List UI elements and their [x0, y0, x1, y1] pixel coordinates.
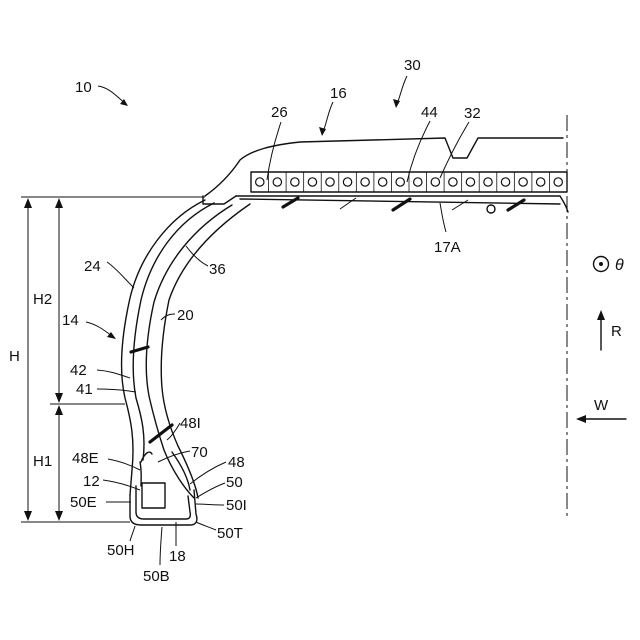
label-48: 48: [228, 454, 245, 471]
label-32: 32: [464, 105, 481, 122]
leader-48: [190, 462, 226, 484]
label-50T: 50T: [217, 525, 243, 542]
dim-label-H: H: [9, 348, 20, 365]
cord-circle: [519, 178, 527, 186]
leader-16-arrowhead: [319, 127, 326, 136]
bead-inner-line: [136, 486, 190, 519]
label-36: 36: [209, 261, 226, 278]
chafer-48E: [140, 452, 152, 486]
label-20: 20: [177, 307, 194, 324]
label-17A: 17A: [434, 239, 461, 256]
cord-circle: [536, 178, 544, 186]
cord-circle: [256, 178, 264, 186]
label-50I: 50I: [226, 497, 247, 514]
label-W: W: [594, 397, 609, 414]
leader-50T: [196, 522, 216, 530]
theta-dot-icon: [599, 262, 603, 266]
label-R: R: [611, 323, 622, 340]
tread-shoulder-step: [203, 196, 236, 204]
cord-circle: [308, 178, 316, 186]
label-18: 18: [169, 548, 186, 565]
label-41: 41: [76, 381, 93, 398]
cord-circle: [343, 178, 351, 186]
label-24: 24: [84, 258, 101, 275]
radial-arrowhead-icon: [597, 310, 605, 320]
label-50: 50: [226, 474, 243, 491]
belt-hatch: [508, 200, 524, 210]
dim-label-H2: H2: [33, 291, 52, 308]
leader-30-arrowhead: [393, 99, 400, 108]
label-48I: 48I: [180, 415, 201, 432]
cord-circle: [431, 178, 439, 186]
leader-41: [97, 389, 136, 392]
leader-32: [440, 122, 469, 178]
cord-circle: [326, 178, 334, 186]
leader-17A: [440, 203, 446, 232]
cord-circle: [484, 178, 492, 186]
cord-circle: [449, 178, 457, 186]
label-12: 12: [83, 473, 100, 490]
cord-circle: [396, 178, 404, 186]
belt-hatch: [452, 200, 468, 210]
label-10: 10: [75, 79, 92, 96]
label-50E: 50E: [70, 494, 97, 511]
leader-30: [397, 76, 407, 104]
cord-circle: [414, 178, 422, 186]
label-16: 16: [330, 85, 347, 102]
leader-48E: [108, 459, 140, 470]
label-30: 30: [404, 57, 421, 74]
carcass-ply: [146, 205, 232, 498]
label-70: 70: [191, 444, 208, 461]
cord-circle: [273, 178, 281, 186]
label-44: 44: [421, 104, 438, 121]
cord-circle: [554, 178, 562, 186]
leader-16: [323, 102, 333, 132]
label-50B: 50B: [143, 568, 170, 585]
dim-label-H1: H1: [33, 453, 52, 470]
leader-10: [98, 86, 126, 104]
label-14: 14: [62, 312, 79, 329]
cord-circle: [361, 178, 369, 186]
belt-hatch: [340, 198, 356, 209]
label-48E: 48E: [72, 450, 99, 467]
label-50H: 50H: [107, 542, 135, 559]
leader-14: [86, 322, 112, 336]
cord-circle: [466, 178, 474, 186]
leader-50I: [196, 504, 224, 505]
cord-circle: [291, 178, 299, 186]
label-42: 42: [70, 362, 87, 379]
leader-24: [107, 262, 134, 288]
label-theta: θ: [615, 257, 624, 274]
width-arrowhead-icon: [576, 415, 586, 423]
label-26: 26: [271, 104, 288, 121]
leader-20: [161, 314, 175, 320]
bead-core-12: [142, 483, 165, 508]
leader-42: [97, 370, 130, 378]
leader-50: [196, 483, 225, 498]
cord-circle: [501, 178, 509, 186]
sidewall-layer-2: [133, 203, 214, 460]
leader-50B: [160, 527, 162, 565]
leader-50H: [130, 526, 135, 541]
tread-outer-surface: [205, 138, 563, 196]
leader-36: [186, 246, 208, 266]
cord-circle: [378, 178, 386, 186]
leader-12: [103, 480, 140, 490]
belt-hatch: [393, 199, 410, 210]
tread-inner-bump: [487, 205, 495, 213]
